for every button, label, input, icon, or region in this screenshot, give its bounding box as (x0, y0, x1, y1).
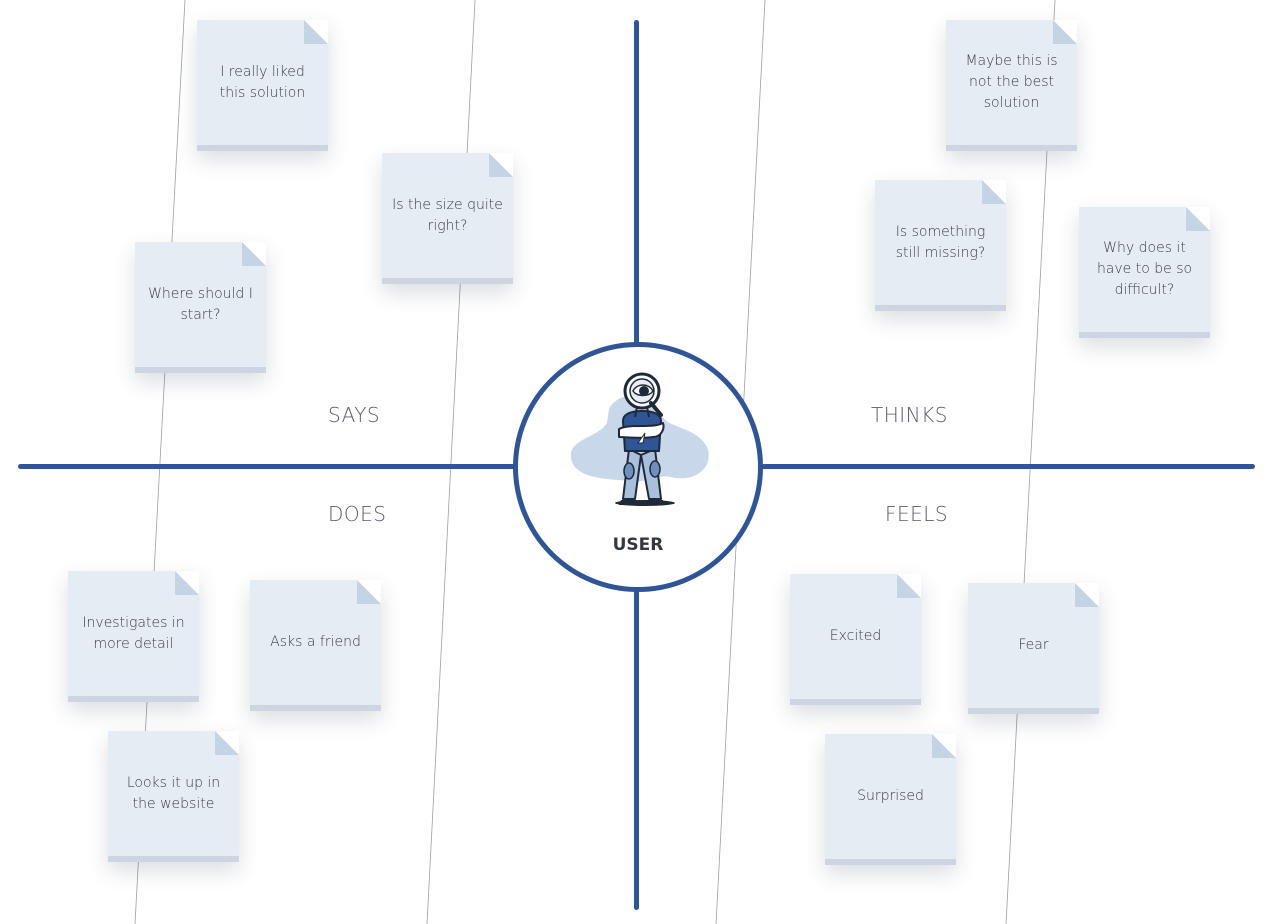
sticky-note-text: Maybe this is not the best solution (965, 53, 1058, 111)
page-fold-icon (215, 731, 239, 755)
sticky-note-thinks-1[interactable]: Maybe this is not the best solution (946, 20, 1077, 151)
user-circle: USER (513, 342, 763, 592)
page-fold-icon (357, 580, 381, 604)
page-fold-icon (175, 571, 199, 595)
sticky-note-does-1[interactable]: Investigates in more detail (68, 571, 199, 702)
quadrant-label-feels: FEELS (885, 502, 949, 526)
quadrant-label-says: SAYS (328, 403, 381, 427)
user-label: USER (612, 535, 664, 555)
quadrant-label-thinks: THINKS (871, 403, 948, 427)
sticky-note-text: I really liked this solution (219, 63, 306, 101)
sticky-note-says-2[interactable]: Is the size quite right? (382, 153, 513, 284)
sticky-note-text: Investigates in more detail (82, 614, 185, 652)
sticky-note-text: Is something still missing? (895, 223, 986, 261)
sticky-note-thinks-3[interactable]: Why does it have to be so difficult? (1079, 207, 1210, 338)
guide-line (1005, 0, 1056, 924)
sticky-note-text: Excited (829, 628, 882, 644)
sticky-note-does-3[interactable]: Looks it up in the website (108, 731, 239, 862)
page-fold-icon (932, 734, 956, 758)
horizontal-axis-left (18, 464, 518, 469)
quadrant-label-does: DOES (328, 502, 387, 526)
person-with-magnifier-icon (570, 372, 709, 506)
horizontal-axis-right (755, 464, 1255, 469)
sticky-note-text: Is the size quite right? (392, 196, 503, 234)
sticky-note-says-1[interactable]: I really liked this solution (197, 20, 328, 151)
sticky-note-text: Fear (1018, 637, 1049, 653)
page-fold-icon (489, 153, 513, 177)
page-fold-icon (1075, 583, 1099, 607)
page-fold-icon (1053, 20, 1077, 44)
page-fold-icon (982, 180, 1006, 204)
sticky-note-does-2[interactable]: Asks a friend (250, 580, 381, 711)
vertical-axis-bottom (634, 584, 639, 910)
guide-line (426, 0, 476, 924)
sticky-note-feels-2[interactable]: Fear (968, 583, 1099, 714)
page-fold-icon (1186, 207, 1210, 231)
sticky-note-feels-3[interactable]: Surprised (825, 734, 956, 865)
vertical-axis-top (634, 20, 639, 346)
sticky-note-text: Looks it up in the website (126, 774, 221, 812)
page-fold-icon (242, 242, 266, 266)
sticky-note-text: Asks a friend (270, 634, 361, 650)
sticky-note-text: Where should I start? (148, 285, 253, 323)
sticky-note-says-3[interactable]: Where should I start? (135, 242, 266, 373)
sticky-note-thinks-2[interactable]: Is something still missing? (875, 180, 1006, 311)
sticky-note-text: Surprised (857, 788, 924, 804)
page-fold-icon (304, 20, 328, 44)
sticky-note-text: Why does it have to be so difficult? (1096, 240, 1193, 298)
sticky-note-feels-1[interactable]: Excited (790, 574, 921, 705)
page-fold-icon (897, 574, 921, 598)
